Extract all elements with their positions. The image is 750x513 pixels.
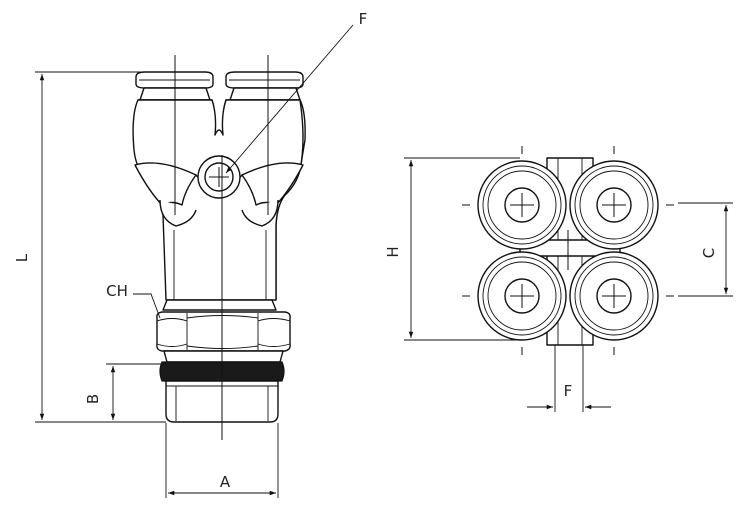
- label-A: A: [220, 473, 231, 491]
- end-view: [462, 146, 674, 355]
- dimension-A: [165, 423, 279, 498]
- port-bottom-right: [569, 251, 659, 341]
- neck: [163, 350, 284, 363]
- label-B: B: [84, 394, 102, 404]
- y-body: [132, 99, 306, 301]
- hex-nut: [156, 311, 291, 352]
- label-CH: CH: [106, 282, 128, 300]
- port-top-left: [477, 160, 567, 250]
- dimension-F-bottom: [527, 345, 611, 412]
- right-collet: [225, 71, 304, 101]
- end-view-centerlines: [462, 146, 674, 355]
- dimension-H: [404, 157, 520, 341]
- dimension-C: [678, 202, 733, 297]
- collar: [162, 299, 277, 311]
- port-top-right: [569, 160, 659, 250]
- label-C: C: [700, 248, 718, 258]
- label-F-top: F: [359, 10, 368, 28]
- side-view: [132, 55, 306, 440]
- leader-F-top: [225, 24, 354, 174]
- label-L: L: [13, 253, 31, 262]
- label-F-bottom: F: [564, 382, 573, 400]
- port-bottom-left: [477, 251, 567, 341]
- dimension-B: [106, 363, 166, 423]
- label-H: H: [384, 246, 402, 257]
- hub-circle: [197, 155, 241, 199]
- leader-CH: [133, 293, 161, 319]
